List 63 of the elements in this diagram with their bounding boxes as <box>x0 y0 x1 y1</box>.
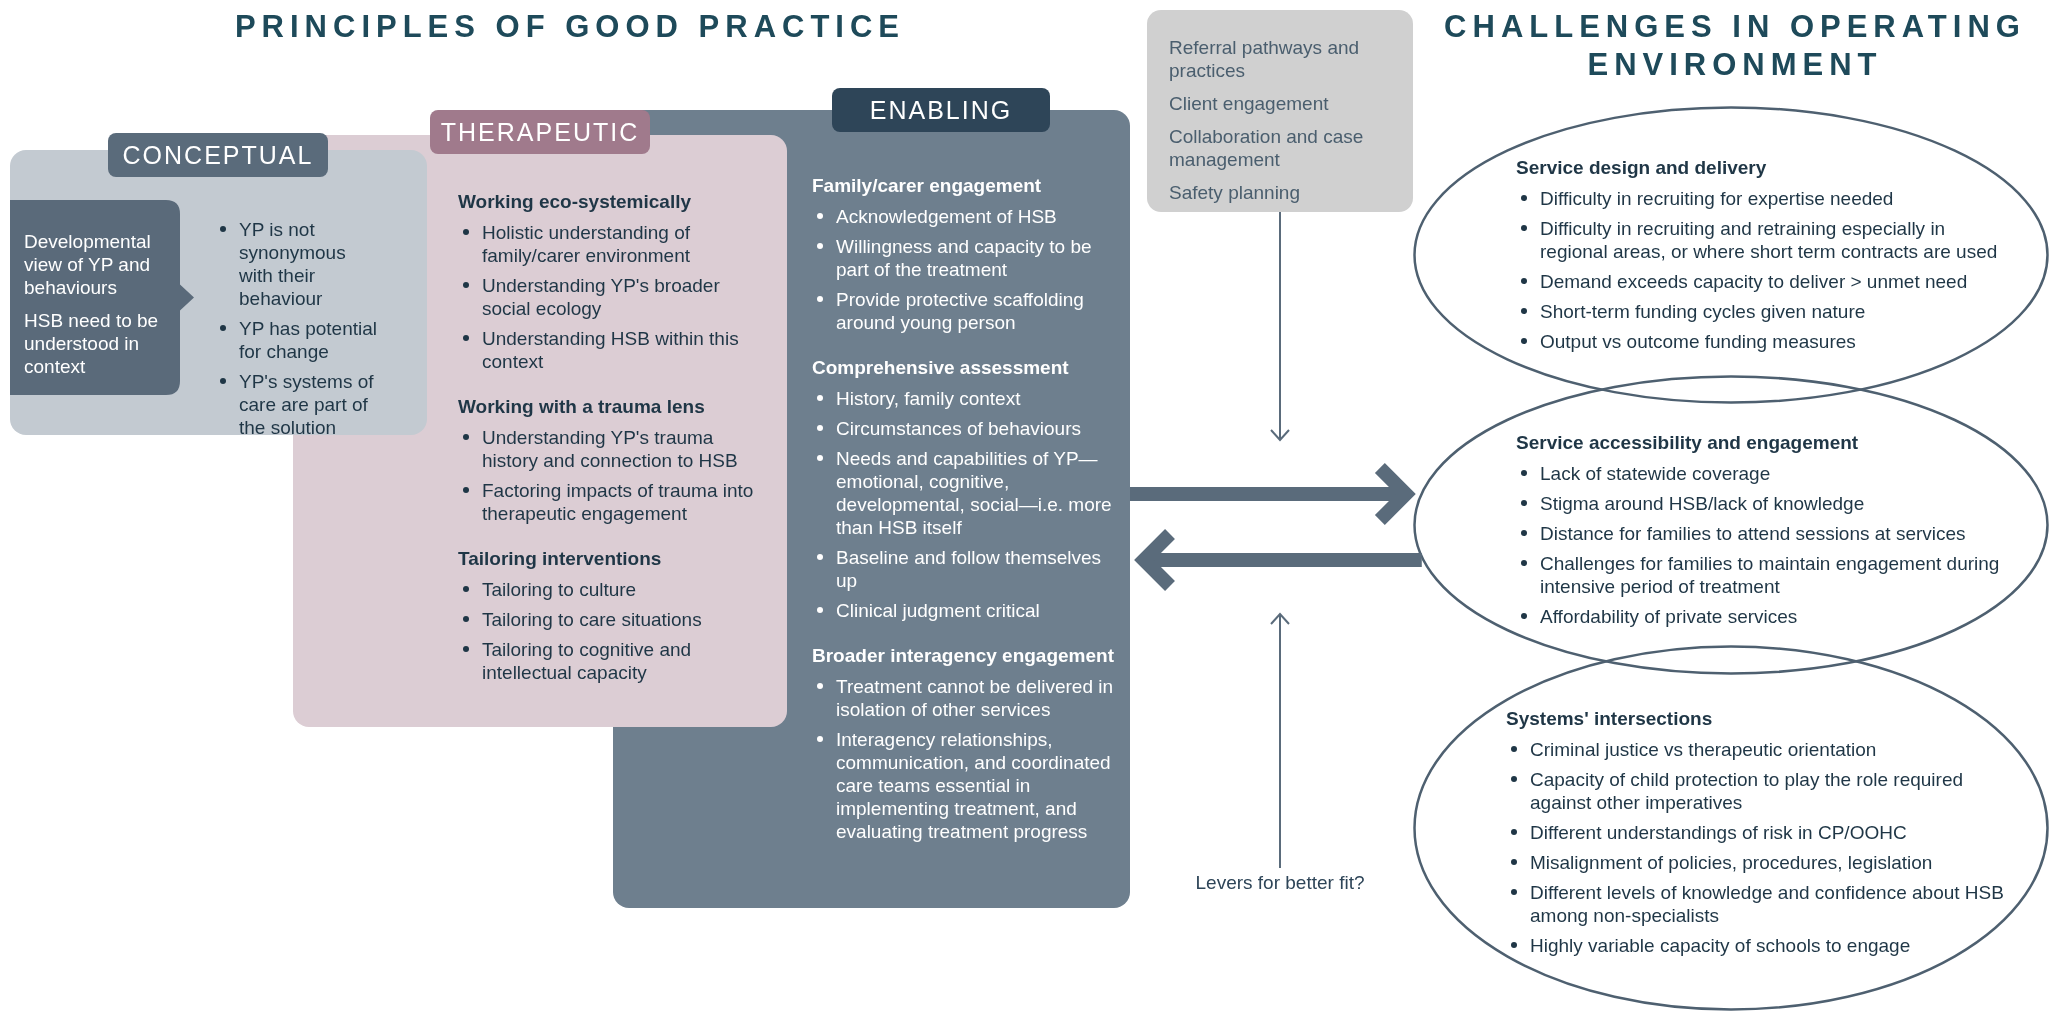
bullet-item: YP has potential for change <box>215 317 380 363</box>
bullet-item: Understanding YP's broader social ecology <box>458 274 763 320</box>
section-heading: Tailoring interventions <box>458 547 663 570</box>
section-tab: ENABLING <box>832 88 1050 132</box>
bullet-item: Baseline and follow themselves up <box>812 546 1124 592</box>
bullet-item: Different understandings of risk in CP/OOHC <box>1506 821 2011 844</box>
bullet-item: Treatment cannot be delivered in isolation of other services <box>812 675 1124 721</box>
bullet-item: YP is not synonymous with their behaviour <box>215 218 380 310</box>
bullet-item: Holistic understanding of family/carer environment <box>458 221 763 267</box>
section-title: CHALLENGES IN OPERATING ENVIRONMENT <box>1443 8 2027 84</box>
bullet-item: Needs and capabilities of YP—emotional, cognitive, developmental, social—i.e. more than HSB itself <box>812 447 1124 539</box>
bullet-item: Tailoring to care situations <box>458 608 763 631</box>
bullet-item: Short-term funding cycles given nature <box>1516 300 2016 323</box>
bullet-item: Capacity of child protection to play the role required against other imperatives <box>1506 768 2011 814</box>
bullet-item: Provide protective scaffolding around young person <box>812 288 1124 334</box>
bullet-item: Misalignment of policies, procedures, legislation <box>1506 851 2011 874</box>
bullet-item: Highly variable capacity of schools to engage <box>1506 934 2011 957</box>
bullet-item: Understanding HSB within this context <box>458 327 763 373</box>
bullet-item: Affordability of private services <box>1516 605 2036 628</box>
callout-text: HSB need to be understood in context <box>24 309 160 378</box>
bullet-item: Difficulty in recruiting for expertise needed <box>1516 187 2016 210</box>
bullet-item: Tailoring to cognitive and intellectual capacity <box>458 638 763 684</box>
bullet-item: Demand exceeds capacity to deliver > unmet need <box>1516 270 2016 293</box>
section-heading: Working with a trauma lens <box>458 395 706 418</box>
section-heading: Service accessibility and engagement <box>1516 431 1860 454</box>
bullet-item: Distance for families to attend sessions at services <box>1516 522 2036 545</box>
callout-text: Developmental view of YP and behaviours <box>24 230 152 299</box>
bullet-item: Tailoring to culture <box>458 578 763 601</box>
section-heading: Working eco-systemically <box>458 190 693 213</box>
list-item: Collaboration and case management <box>1169 125 1365 171</box>
block-arrow <box>1130 461 1413 527</box>
block-arrow <box>1137 527 1422 593</box>
bullet-item: Output vs outcome funding measures <box>1516 330 2016 353</box>
bullet-item: Factoring impacts of trauma into therapeutic engagement <box>458 479 763 525</box>
bullet-item: Challenges for families to maintain engagement during intensive period of treatment <box>1516 552 2036 598</box>
list-item: Client engagement <box>1169 92 1330 115</box>
bullet-item: Stigma around HSB/lack of knowledge <box>1516 492 2036 515</box>
section-heading: Family/carer engagement <box>812 174 1043 197</box>
bullet-item: YP's systems of care are part of the solution <box>215 370 380 439</box>
section-tab: THERAPEUTIC <box>430 110 650 154</box>
bullet-item: Understanding YP's trauma history and connection to HSB <box>458 426 763 472</box>
bullet-item: Difficulty in recruiting and retraining especially in regional areas, or where short term contracts are used <box>1516 217 2016 263</box>
bullet-item: Different levels of knowledge and confidence about HSB among non-specialists <box>1506 881 2011 927</box>
section-heading: Systems' intersections <box>1506 707 1714 730</box>
section-title: PRINCIPLES OF GOOD PRACTICE <box>233 8 907 46</box>
section-heading: Broader interagency engagement <box>812 644 1115 667</box>
bullet-item: Willingness and capacity to be part of the treatment <box>812 235 1124 281</box>
bullet-item: Acknowledgement of HSB <box>812 205 1124 228</box>
bullet-item: Interagency relationships, communication, and coordinated care teams essential in implementing treatment, and evaluating treatment progress <box>812 728 1124 843</box>
bullet-item: Clinical judgment critical <box>812 599 1124 622</box>
bullet-item: Circumstances of behaviours <box>812 417 1124 440</box>
note-text: Levers for better fit? <box>1180 868 1380 898</box>
list-item: Referral pathways and practices <box>1169 36 1361 82</box>
section-heading: Comprehensive assessment <box>812 356 1070 379</box>
list-item: Safety planning <box>1169 181 1301 204</box>
bullet-item: Lack of statewide coverage <box>1516 462 2036 485</box>
bullet-item: History, family context <box>812 387 1124 410</box>
arrow <box>1270 613 1290 869</box>
arrow <box>1270 211 1290 441</box>
section-heading: Service design and delivery <box>1516 156 1768 179</box>
info-box <box>1147 10 1413 212</box>
section-tab: CONCEPTUAL <box>108 133 328 177</box>
bullet-item: Criminal justice vs therapeutic orientation <box>1506 738 2011 761</box>
